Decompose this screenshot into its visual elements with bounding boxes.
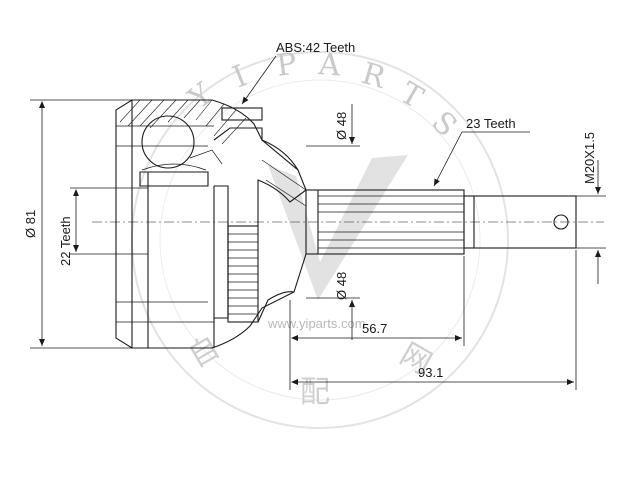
watermark-cn-char: 配: [300, 375, 330, 410]
abs-callout: ABS:42 Teeth: [241, 40, 355, 105]
threaded-end: [463, 195, 577, 249]
dim-seal-diameter: Ø 48 Ø 48: [306, 104, 360, 340]
outer-spline-label: 23 Teeth: [466, 116, 516, 131]
housing-hatch-top: [119, 99, 247, 145]
dim-outer-diameter: Ø 81: [23, 99, 132, 349]
outer-splined-shaft: [305, 189, 465, 255]
watermark-letter: T: [394, 76, 429, 116]
watermark-letter: I: [228, 59, 252, 96]
dim-length-total: 93.1: [291, 250, 577, 390]
seal-diameter-label-bottom: Ø 48: [334, 272, 349, 300]
inner-spline-label: 22 Teeth: [58, 216, 73, 266]
watermark-url: www.yiparts.com: [267, 316, 366, 331]
abs-ring-top-lip: [221, 107, 263, 121]
abs-teeth-label: ABS:42 Teeth: [276, 40, 355, 55]
outer-diameter-label: Ø 81: [23, 210, 38, 238]
watermark-letter: R: [358, 56, 391, 96]
ball-cage: [139, 115, 223, 348]
bell-housing: [115, 99, 307, 349]
hub-body: [213, 107, 263, 319]
ball-upper: [141, 115, 195, 169]
dim-thread: M20X1.5: [576, 132, 606, 284]
thread-label: M20X1.5: [582, 132, 597, 184]
neck-section: [257, 139, 307, 323]
watermark-check-mark: [268, 155, 408, 300]
length-short-label: 56.7: [362, 321, 387, 336]
watermark: Y I P A R T S www.yiparts.com 自 配 网: [131, 46, 509, 429]
seal-diameter-label-top: Ø 48: [334, 112, 349, 140]
outer-spline-callout: 23 Teeth: [433, 116, 530, 187]
watermark-letter: S: [424, 105, 463, 144]
watermark-letter: Y: [182, 76, 221, 117]
watermark-cn-char: 自: [183, 330, 226, 375]
watermark-letter: P: [274, 46, 299, 83]
abs-ring-teeth: [227, 225, 259, 323]
length-total-label: 93.1: [418, 365, 443, 380]
cage-window: [139, 171, 209, 187]
cotter-pin-hole: [553, 214, 569, 230]
dim-length-short: 56.7: [289, 256, 465, 390]
watermark-letter: A: [316, 47, 341, 84]
dim-inner-spline: 22 Teeth: [58, 187, 148, 266]
